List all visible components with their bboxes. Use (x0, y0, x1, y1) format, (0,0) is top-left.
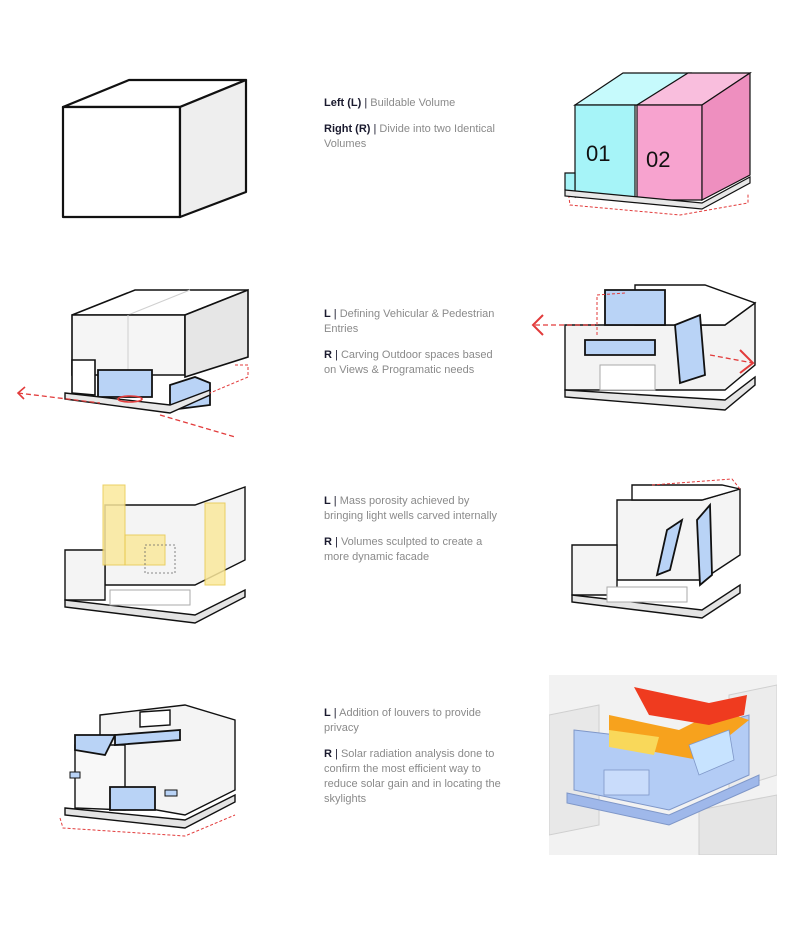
light-wells-diagram (64, 484, 246, 624)
volume-01-label: 01 (586, 141, 610, 166)
outdoor-spaces-diagram (531, 284, 757, 411)
row-2-left-caption: L | Defining Vehicular & Pedestrian Entr… (324, 308, 495, 335)
row-3-left-caption: L | Mass porosity achieved by bringing l… (324, 495, 498, 522)
volume-02-label: 02 (646, 147, 670, 172)
entries-diagram (16, 288, 249, 438)
row-2-description: L | Defining Vehicular & Pedestrian Entr… (324, 307, 504, 389)
solar-radiation-diagram (549, 675, 777, 855)
row-3-right-caption: R | Volumes sculpted to create a more dy… (324, 536, 483, 563)
row-4-right-caption: R | Solar radiation analysis done to con… (324, 748, 501, 805)
row-4-left-caption: L | Addition of louvers to provide priva… (324, 707, 481, 734)
two-volumes-diagram: 01 02 (564, 71, 752, 216)
row-2-right-caption: R | Carving Outdoor spaces based on View… (324, 349, 493, 376)
louvers-diagram (59, 704, 236, 837)
buildable-volume-diagram (61, 78, 248, 219)
row-1-left-caption: Left (L) | Buildable Volume (324, 97, 456, 109)
sculpted-facade-diagram (571, 478, 741, 619)
row-3-description: L | Mass porosity achieved by bringing l… (324, 494, 504, 576)
row-1-description: Left (L) | Buildable Volume Right (R) | … (324, 96, 504, 163)
row-1-right-caption: Right (R) | Divide into two Identical Vo… (324, 123, 495, 150)
row-4-description: L | Addition of louvers to provide priva… (324, 706, 504, 818)
